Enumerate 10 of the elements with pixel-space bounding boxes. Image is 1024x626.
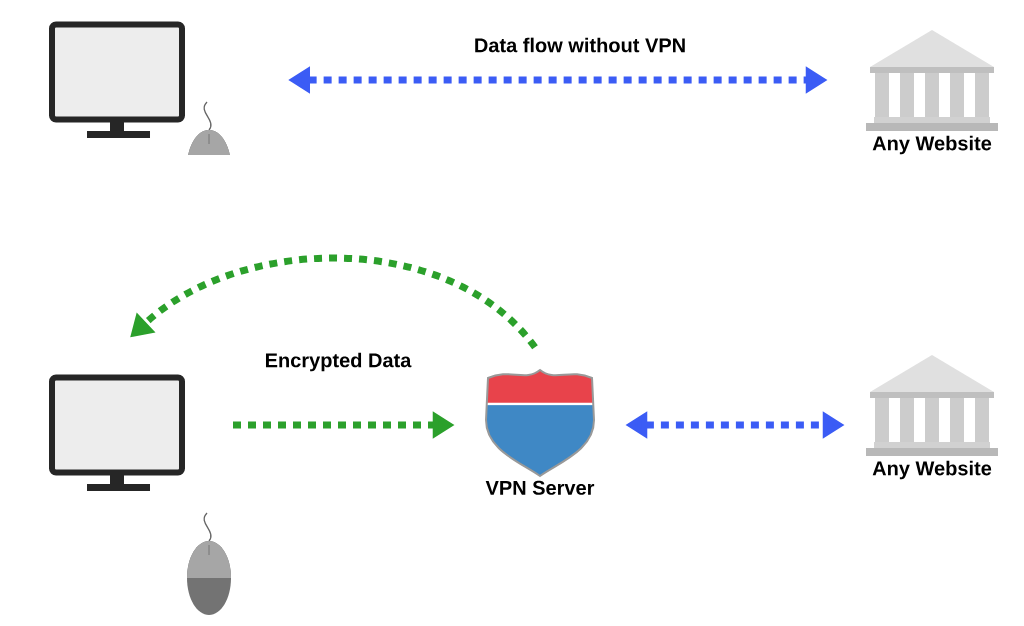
node-label: Any Website — [872, 460, 992, 480]
node-label: Any Website — [872, 135, 992, 155]
building-drawing: Any Website — [866, 355, 998, 480]
edge-label: Encrypted Data — [262, 350, 415, 374]
shield-drawing: VPN Server — [485, 369, 595, 495]
computer-drawing — [49, 374, 231, 615]
building-drawing: Any Website — [866, 30, 998, 155]
edge-label: Data flow without VPN — [471, 35, 689, 55]
node-label: VPN Server — [485, 480, 595, 495]
computer-drawing — [49, 21, 231, 155]
